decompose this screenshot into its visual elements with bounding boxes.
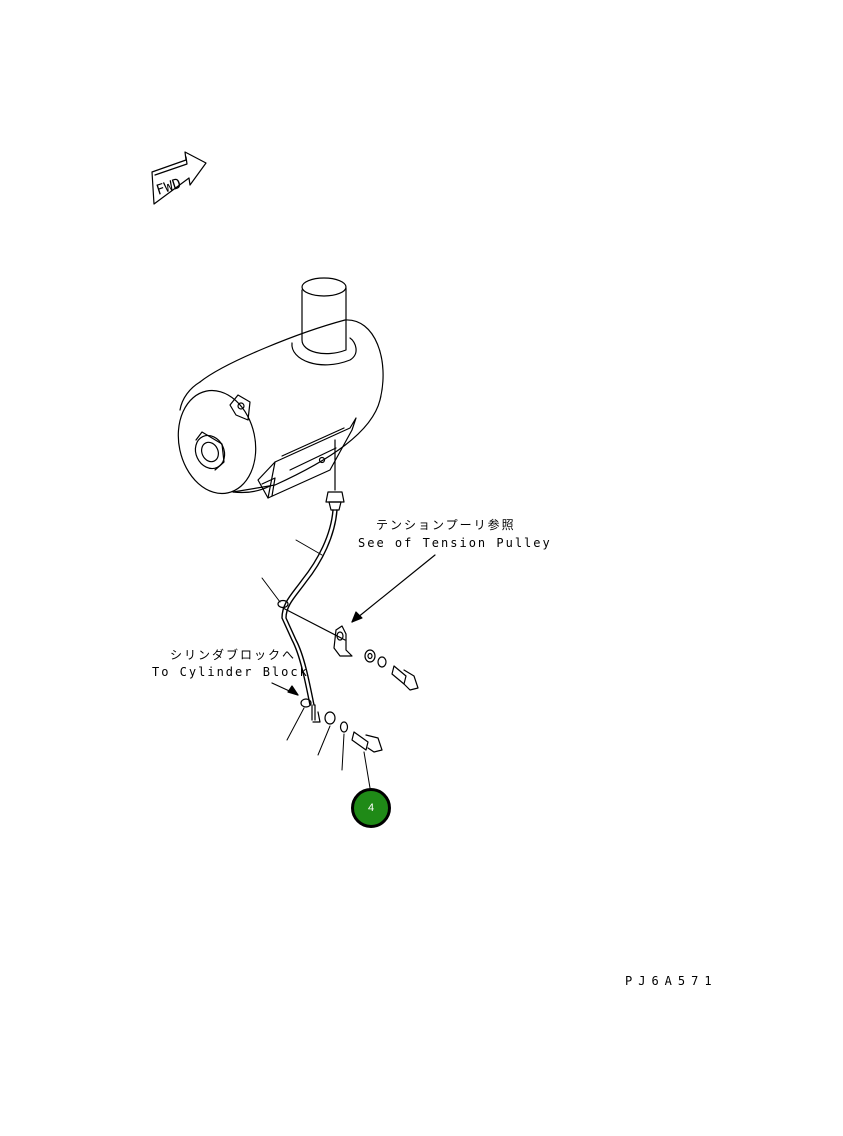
part-callout-4[interactable]: 4 xyxy=(351,788,391,828)
cylinder-label-jp: シリンダブロックへ xyxy=(170,648,297,662)
air-cleaner xyxy=(177,277,384,499)
air-cleaner-end-cap xyxy=(177,389,257,495)
top-pipe-opening xyxy=(301,277,347,297)
upper-spring-washer xyxy=(377,656,387,668)
tube xyxy=(281,509,338,721)
lower-spring-washer xyxy=(339,721,349,733)
pipe-fitting xyxy=(325,439,345,511)
upper-washer xyxy=(364,649,376,663)
tension-label-jp: テンションプーリ参照 xyxy=(376,518,516,532)
cylinder-ref-arrow xyxy=(271,682,299,696)
drawing-code: PJ6A571 xyxy=(625,974,718,988)
leader-lines xyxy=(261,539,371,789)
tension-label-en: See of Tension Pulley xyxy=(358,536,552,550)
fwd-label: FWD xyxy=(154,176,183,199)
upper-bolt xyxy=(391,665,419,691)
cylinder-label-en: To Cylinder Block xyxy=(152,665,309,679)
upper-clamp xyxy=(277,599,346,641)
lower-clamp xyxy=(300,698,321,723)
lower-bolt xyxy=(351,731,383,753)
end-tab xyxy=(229,394,251,421)
lower-washer xyxy=(324,711,336,725)
fwd-arrow-icon: FWD xyxy=(151,151,207,205)
tension-ref-arrow xyxy=(351,554,436,623)
tension-bracket xyxy=(333,625,353,657)
mounting-bracket xyxy=(257,417,357,499)
callout-number: 4 xyxy=(367,802,375,814)
